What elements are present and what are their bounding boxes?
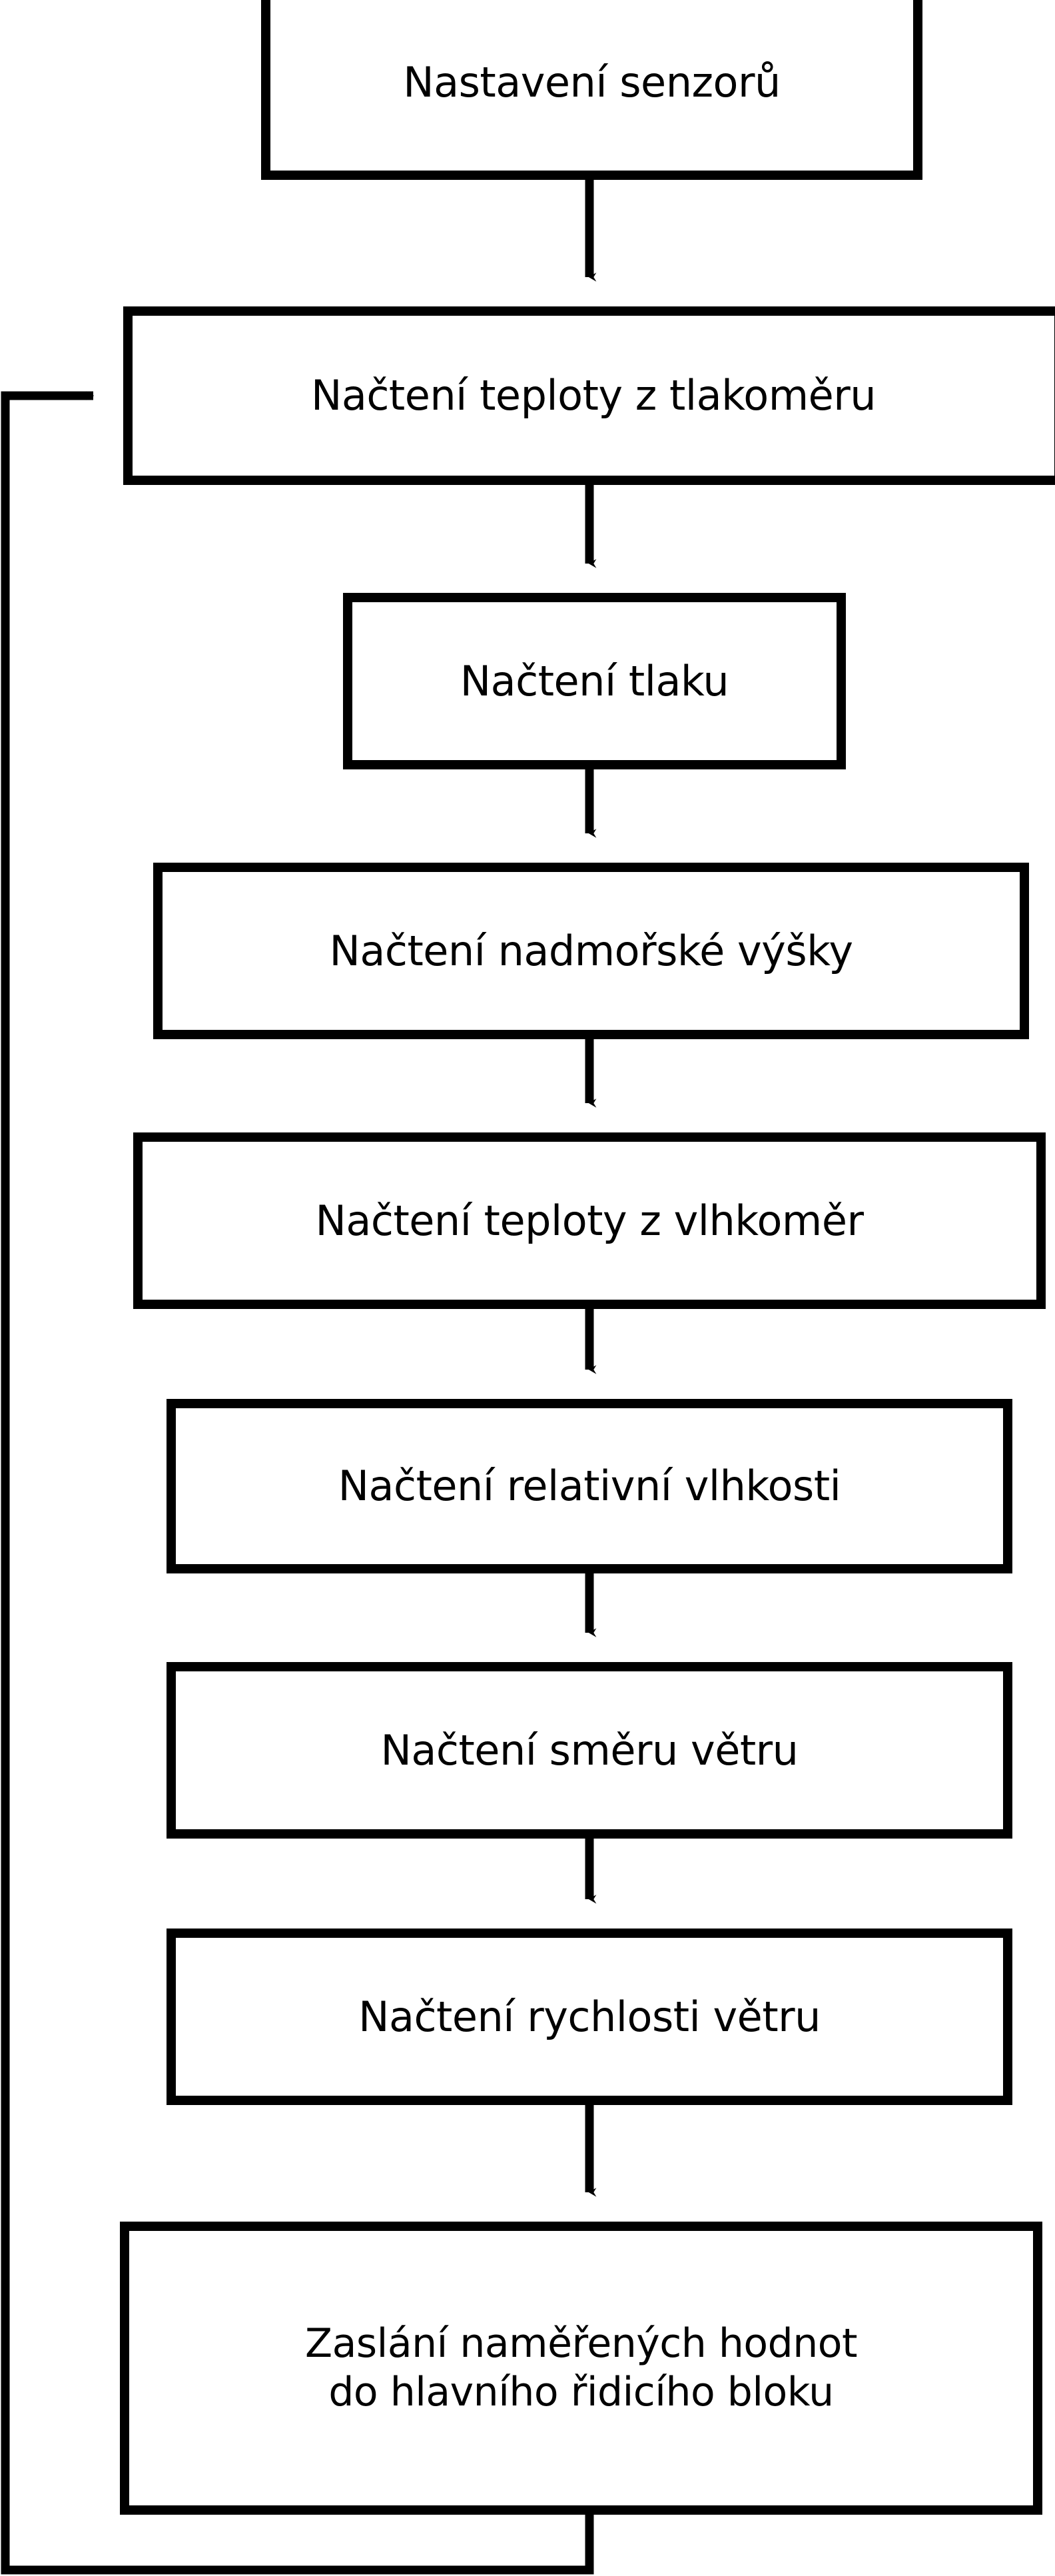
node-label: Nastavení senzorů	[403, 58, 781, 107]
node-label: Načtení teploty z tlakoměru	[310, 371, 877, 420]
node-label: Zaslání naměřených hodnot do hlavního ři…	[305, 2320, 857, 2415]
node-label: Načtení směru větru	[380, 1725, 799, 1775]
node-label: Načtení relativní vlhkosti	[338, 1462, 841, 1511]
node-label: Načtení tlaku	[460, 656, 729, 705]
node-label: Načtení nadmořské výšky	[329, 926, 853, 975]
node-nacteni-relativni-vlhkosti[interactable]: Načtení relativní vlhkosti	[167, 1399, 1012, 1573]
node-label: Načtení teploty z vlhkoměr	[315, 1196, 864, 1245]
node-nacteni-teploty-z-tlakomeru[interactable]: Načtení teploty z tlakoměru	[123, 306, 1055, 485]
node-nastaveni-senzoru[interactable]: Nastavení senzorů	[261, 0, 922, 180]
node-nacteni-rychlosti-vetru[interactable]: Načtení rychlosti větru	[167, 1929, 1012, 2105]
connector-feedback-loop	[1, 391, 594, 2575]
node-nacteni-teploty-z-vlhkomeru[interactable]: Načtení teploty z vlhkoměr	[133, 1132, 1046, 1309]
node-nacteni-tlaku[interactable]: Načtení tlaku	[343, 593, 846, 769]
node-label: Načtení rychlosti větru	[358, 1992, 821, 2041]
node-zaslani-namerenych-hodnot[interactable]: Zaslání naměřených hodnot do hlavního ři…	[120, 2222, 1042, 2515]
node-nacteni-smeru-vetru[interactable]: Načtení směru větru	[167, 1662, 1012, 1839]
node-nacteni-nadmorske-vysky[interactable]: Načtení nadmořské výšky	[153, 863, 1029, 1039]
